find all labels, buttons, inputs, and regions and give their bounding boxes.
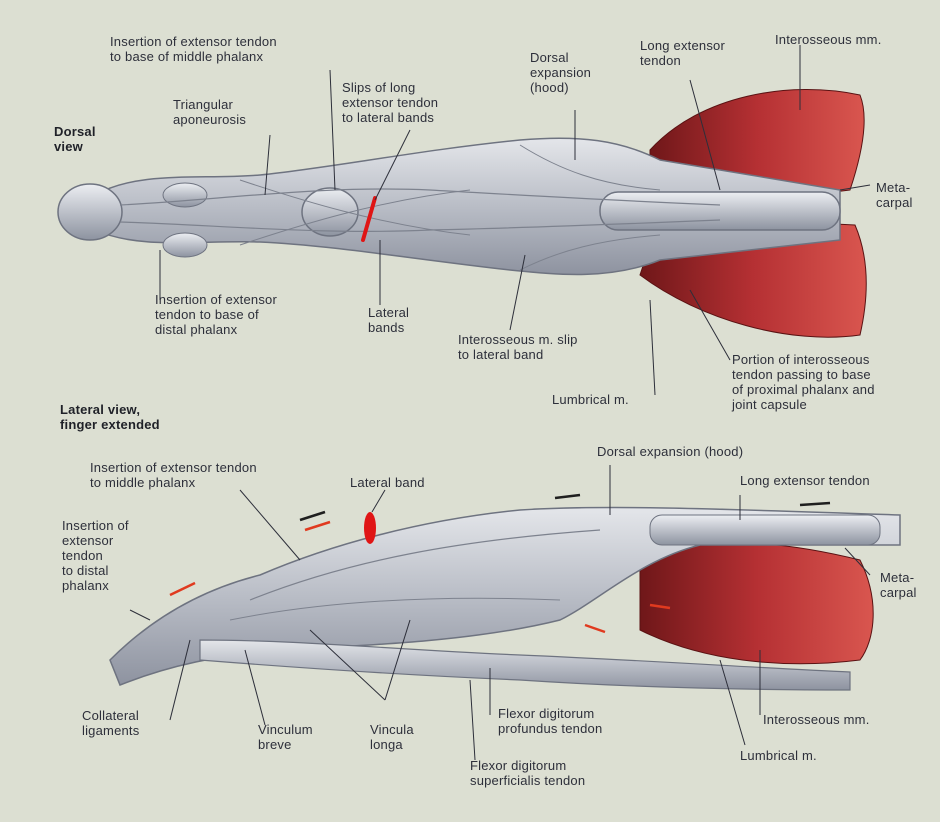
label-insertion-middle-lateral: Insertion of extensor tendon to middle p… (90, 460, 257, 490)
metacarpal-shaft (600, 192, 840, 230)
interosseous-muscle-lateral (640, 542, 873, 663)
label-flexor-superficialis: Flexor digitorum superficialis tendon (470, 758, 585, 788)
label-insertion-distal-phalanx: Insertion of extensor tendon to base of … (155, 292, 277, 337)
label-metacarpal-top: Meta- carpal (876, 180, 913, 210)
label-collateral-ligaments: Collateral ligaments (82, 708, 139, 738)
label-lumbrical-lateral: Lumbrical m. (740, 748, 817, 763)
dorsal-view-heading: Dorsal view (54, 124, 96, 154)
distal-phalanx-tip (58, 184, 122, 240)
label-flexor-profundus: Flexor digitorum profundus tendon (498, 706, 602, 736)
metacarpal-lateral (650, 515, 880, 545)
label-dorsal-expansion-hood: Dorsal expansion (hood) (530, 50, 591, 95)
label-vincula-longa: Vincula longa (370, 722, 414, 752)
dip-knuckle-upper (163, 183, 207, 207)
label-interosseous-mm-top: Interosseous mm. (775, 32, 882, 47)
label-vinculum-breve: Vinculum breve (258, 722, 313, 752)
label-interosseous-mm-lateral: Interosseous mm. (763, 712, 870, 727)
label-lateral-band: Lateral band (350, 475, 425, 490)
lateral-view-heading: Lateral view, finger extended (60, 402, 160, 432)
dip-knuckle-lower (163, 233, 207, 257)
label-lateral-bands: Lateral bands (368, 305, 409, 335)
label-triangular-aponeurosis: Triangular aponeurosis (173, 97, 246, 127)
label-insertion-middle-phalanx: Insertion of extensor tendon to base of … (110, 34, 277, 64)
label-slips-long-extensor: Slips of long extensor tendon to lateral… (342, 80, 438, 125)
label-lumbrical-top: Lumbrical m. (552, 392, 629, 407)
label-long-extensor-lateral: Long extensor tendon (740, 473, 870, 488)
label-interosseous-slip: Interosseous m. slip to lateral band (458, 332, 578, 362)
label-metacarpal-lateral: Meta- carpal (880, 570, 917, 600)
red-marker-oval (364, 512, 376, 544)
label-dorsal-expansion-lateral: Dorsal expansion (hood) (597, 444, 743, 459)
label-long-extensor-tendon: Long extensor tendon (640, 38, 725, 68)
label-insertion-distal-lateral: Insertion of extensor tendon to distal p… (62, 518, 129, 593)
label-portion-interosseous: Portion of interosseous tendon passing t… (732, 352, 875, 412)
